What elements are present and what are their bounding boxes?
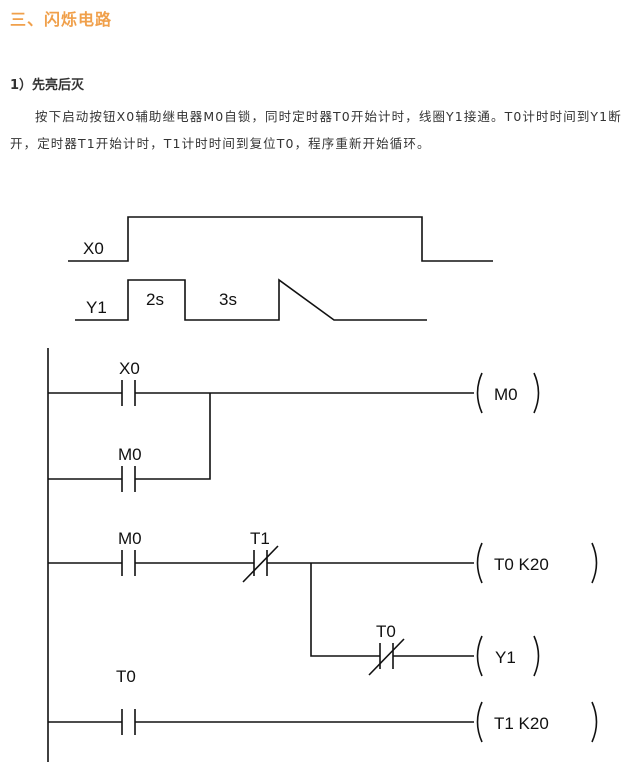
t1-timer-label: T1 K20 <box>494 714 549 733</box>
y1-branch: T0 Y1 <box>310 563 540 677</box>
rung-2: M0 T1 T0 K20 <box>48 529 598 584</box>
m0-coil-label: M0 <box>494 385 518 404</box>
m0-contact-label: M0 <box>118 529 142 548</box>
rung-3: T0 T1 K20 <box>48 667 598 743</box>
t1-contact-label: T1 <box>250 529 270 548</box>
sub-title: 1）先亮后灭 <box>10 78 85 93</box>
t1-timer-coil <box>476 701 598 743</box>
seal-in-branch: M0 <box>48 393 211 492</box>
x0-waveform <box>68 216 493 262</box>
y1-waveform <box>75 278 427 321</box>
t0-no-contact <box>121 709 136 735</box>
t0-no-contact-label: T0 <box>116 667 136 686</box>
y1-timing-label: Y1 <box>86 298 107 317</box>
x0-timing-label: X0 <box>83 239 104 258</box>
t0-timer-label: T0 K20 <box>494 555 549 574</box>
x0-contact-label: X0 <box>119 359 140 378</box>
off-time-label: 3s <box>219 290 237 309</box>
y1-coil-label: Y1 <box>495 648 516 667</box>
flash-circuit-diagram: X0 Y1 2s 3s X0 M0 <box>47 216 598 762</box>
t1-nc-contact <box>242 545 279 583</box>
description-paragraph: 按下启动按钮X0辅助继电器M0自锁，同时定时器T0开始计时，线圈Y1接通。T0计… <box>10 109 622 151</box>
y1-coil <box>476 635 540 677</box>
x0-no-contact <box>121 380 136 406</box>
m0-hold-contact <box>121 466 136 492</box>
ladder-diagram: X0 M0 M0 M0 <box>47 348 598 762</box>
section-title: 三、闪烁电路 <box>10 10 113 29</box>
on-time-label: 2s <box>146 290 164 309</box>
timing-diagram: X0 Y1 2s 3s <box>68 216 493 321</box>
t0-nc-contact-label: T0 <box>376 622 396 641</box>
m0-hold-contact-label: M0 <box>118 445 142 464</box>
m0-contact <box>121 550 136 576</box>
rung-1: X0 M0 <box>48 359 540 414</box>
m0-coil <box>476 372 540 414</box>
t0-nc-contact <box>368 638 405 676</box>
t0-timer-coil <box>476 542 598 584</box>
